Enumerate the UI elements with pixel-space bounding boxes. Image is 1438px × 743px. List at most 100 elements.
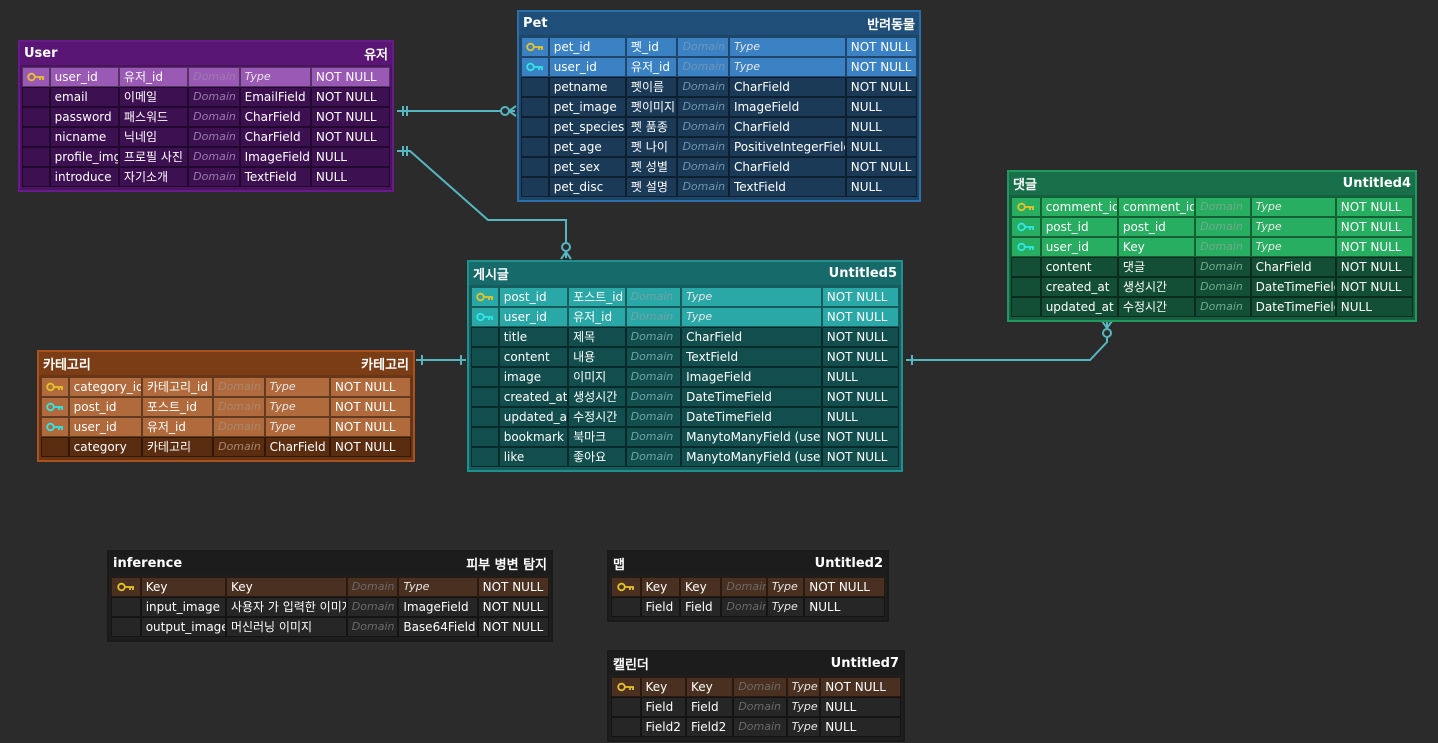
column-nullability: NOT NULL xyxy=(329,397,411,417)
column-type: ImageField xyxy=(728,97,846,117)
column-domain: Domain xyxy=(213,437,265,457)
relationship-post-comment[interactable] xyxy=(906,320,1113,365)
column-name: Field xyxy=(640,597,680,617)
column-type: CharField xyxy=(728,117,846,137)
column-logical-name: 패스워드 xyxy=(118,107,189,127)
primary-key-icon xyxy=(41,377,69,397)
relationship-user-pet[interactable] xyxy=(397,105,517,117)
relationship-category-post[interactable] xyxy=(416,355,466,365)
column-name: user_id xyxy=(498,307,569,327)
column-type: CharField xyxy=(728,77,846,97)
column-domain: Domain xyxy=(188,167,240,187)
column-domain: Domain xyxy=(677,37,729,57)
table-subtitle: 유저 xyxy=(364,48,388,63)
column-nullability: NOT NULL xyxy=(1335,197,1414,217)
table-subtitle: 피부 병변 탐지 xyxy=(466,558,547,573)
column-name: Field2 xyxy=(640,717,686,737)
column-name: comment_id xyxy=(1040,197,1118,217)
column-nullability: NULL xyxy=(310,167,390,187)
column-nullability: NOT NULL xyxy=(845,157,917,177)
column-nullability: NOT NULL xyxy=(804,577,885,597)
column-name: pet_image xyxy=(548,97,626,117)
column-domain: Domain xyxy=(733,717,787,737)
column-type: ImageField xyxy=(398,597,478,617)
column-logical-name: 포스트_id xyxy=(568,287,626,307)
table-subtitle: 카테고리 xyxy=(361,358,409,373)
column-nullability: NOT NULL xyxy=(1335,217,1414,237)
column-name: password xyxy=(49,107,119,127)
column-nullability: NOT NULL xyxy=(329,377,411,397)
column-type: Type xyxy=(766,597,805,617)
column-domain: Domain xyxy=(677,157,729,177)
foreign-key-icon xyxy=(1011,237,1041,257)
key-cell xyxy=(111,617,141,637)
column-name: introduce xyxy=(49,167,119,187)
key-cell xyxy=(22,87,50,107)
column-name: updated_at xyxy=(1040,297,1118,317)
column-logical-name: 수정시간 xyxy=(568,407,626,427)
column-type: Type xyxy=(681,287,822,307)
key-cell xyxy=(611,597,641,617)
table-subtitle: Untitled7 xyxy=(830,656,899,671)
column-domain: Domain xyxy=(1195,197,1251,217)
column-nullability: NOT NULL xyxy=(821,387,899,407)
